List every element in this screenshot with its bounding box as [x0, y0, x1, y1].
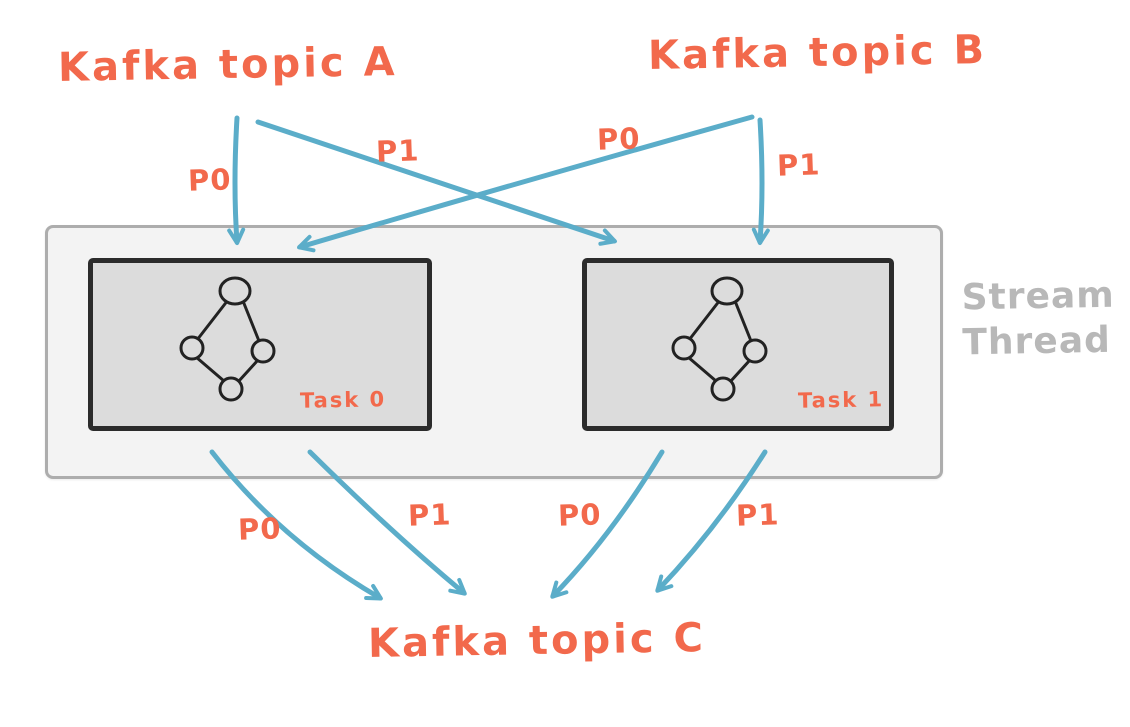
- stream-thread-label: Stream Thread: [961, 273, 1116, 366]
- arrow-topic-b-p1-to-task1: [751, 117, 770, 245]
- kafka-topic-a-label: Kafka topic A: [57, 39, 398, 91]
- kafka-topic-c-label: Kafka topic C: [367, 615, 707, 667]
- stream-thread-label-line1: Stream: [961, 274, 1116, 319]
- partition-label-top-a-p1: P1: [375, 133, 421, 169]
- partition-label-bottom-task1-p1: P1: [735, 497, 781, 533]
- arrow-topic-a-p1-to-task1: [255, 119, 617, 246]
- partition-label-top-a-p0: P0: [187, 162, 233, 198]
- partition-label-top-b-p0: P0: [596, 121, 642, 157]
- partition-label-bottom-task0-p0: P0: [237, 511, 283, 547]
- partition-label-bottom-task0-p1: P1: [407, 497, 453, 533]
- task-0-label: Task 0: [299, 387, 387, 413]
- kafka-topic-b-label: Kafka topic B: [647, 27, 988, 79]
- partition-label-bottom-task1-p0: P0: [557, 497, 603, 533]
- stream-thread-label-line2: Thread: [962, 319, 1112, 364]
- task-1-label: Task 1: [797, 387, 885, 413]
- partition-label-top-b-p1: P1: [776, 147, 822, 183]
- arrow-topic-a-p0-to-task0: [227, 115, 246, 245]
